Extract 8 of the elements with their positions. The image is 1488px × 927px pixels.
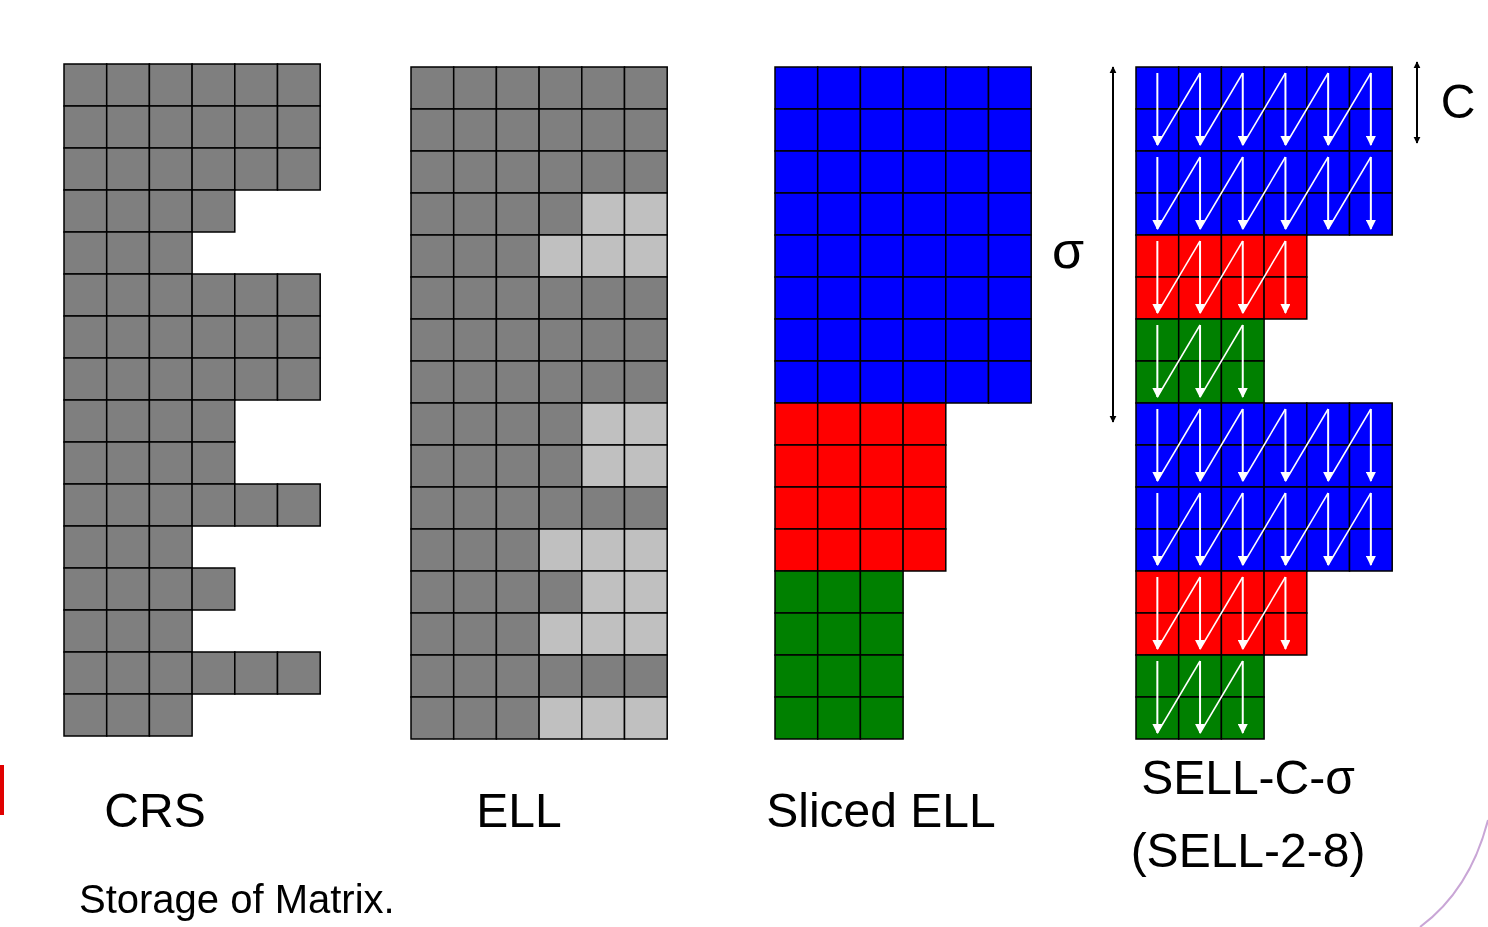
format-label: ELL: [476, 785, 562, 838]
dimension-label: C: [1440, 76, 1476, 129]
caption: Storage of Matrix.: [79, 877, 395, 921]
format-label: SELL-C-σ: [1141, 752, 1355, 805]
dimension-label: σ: [1051, 222, 1085, 280]
format-label: Sliced ELL: [766, 785, 996, 838]
format-label: CRS: [104, 785, 206, 838]
format-label: (SELL-2-8): [1130, 825, 1366, 878]
